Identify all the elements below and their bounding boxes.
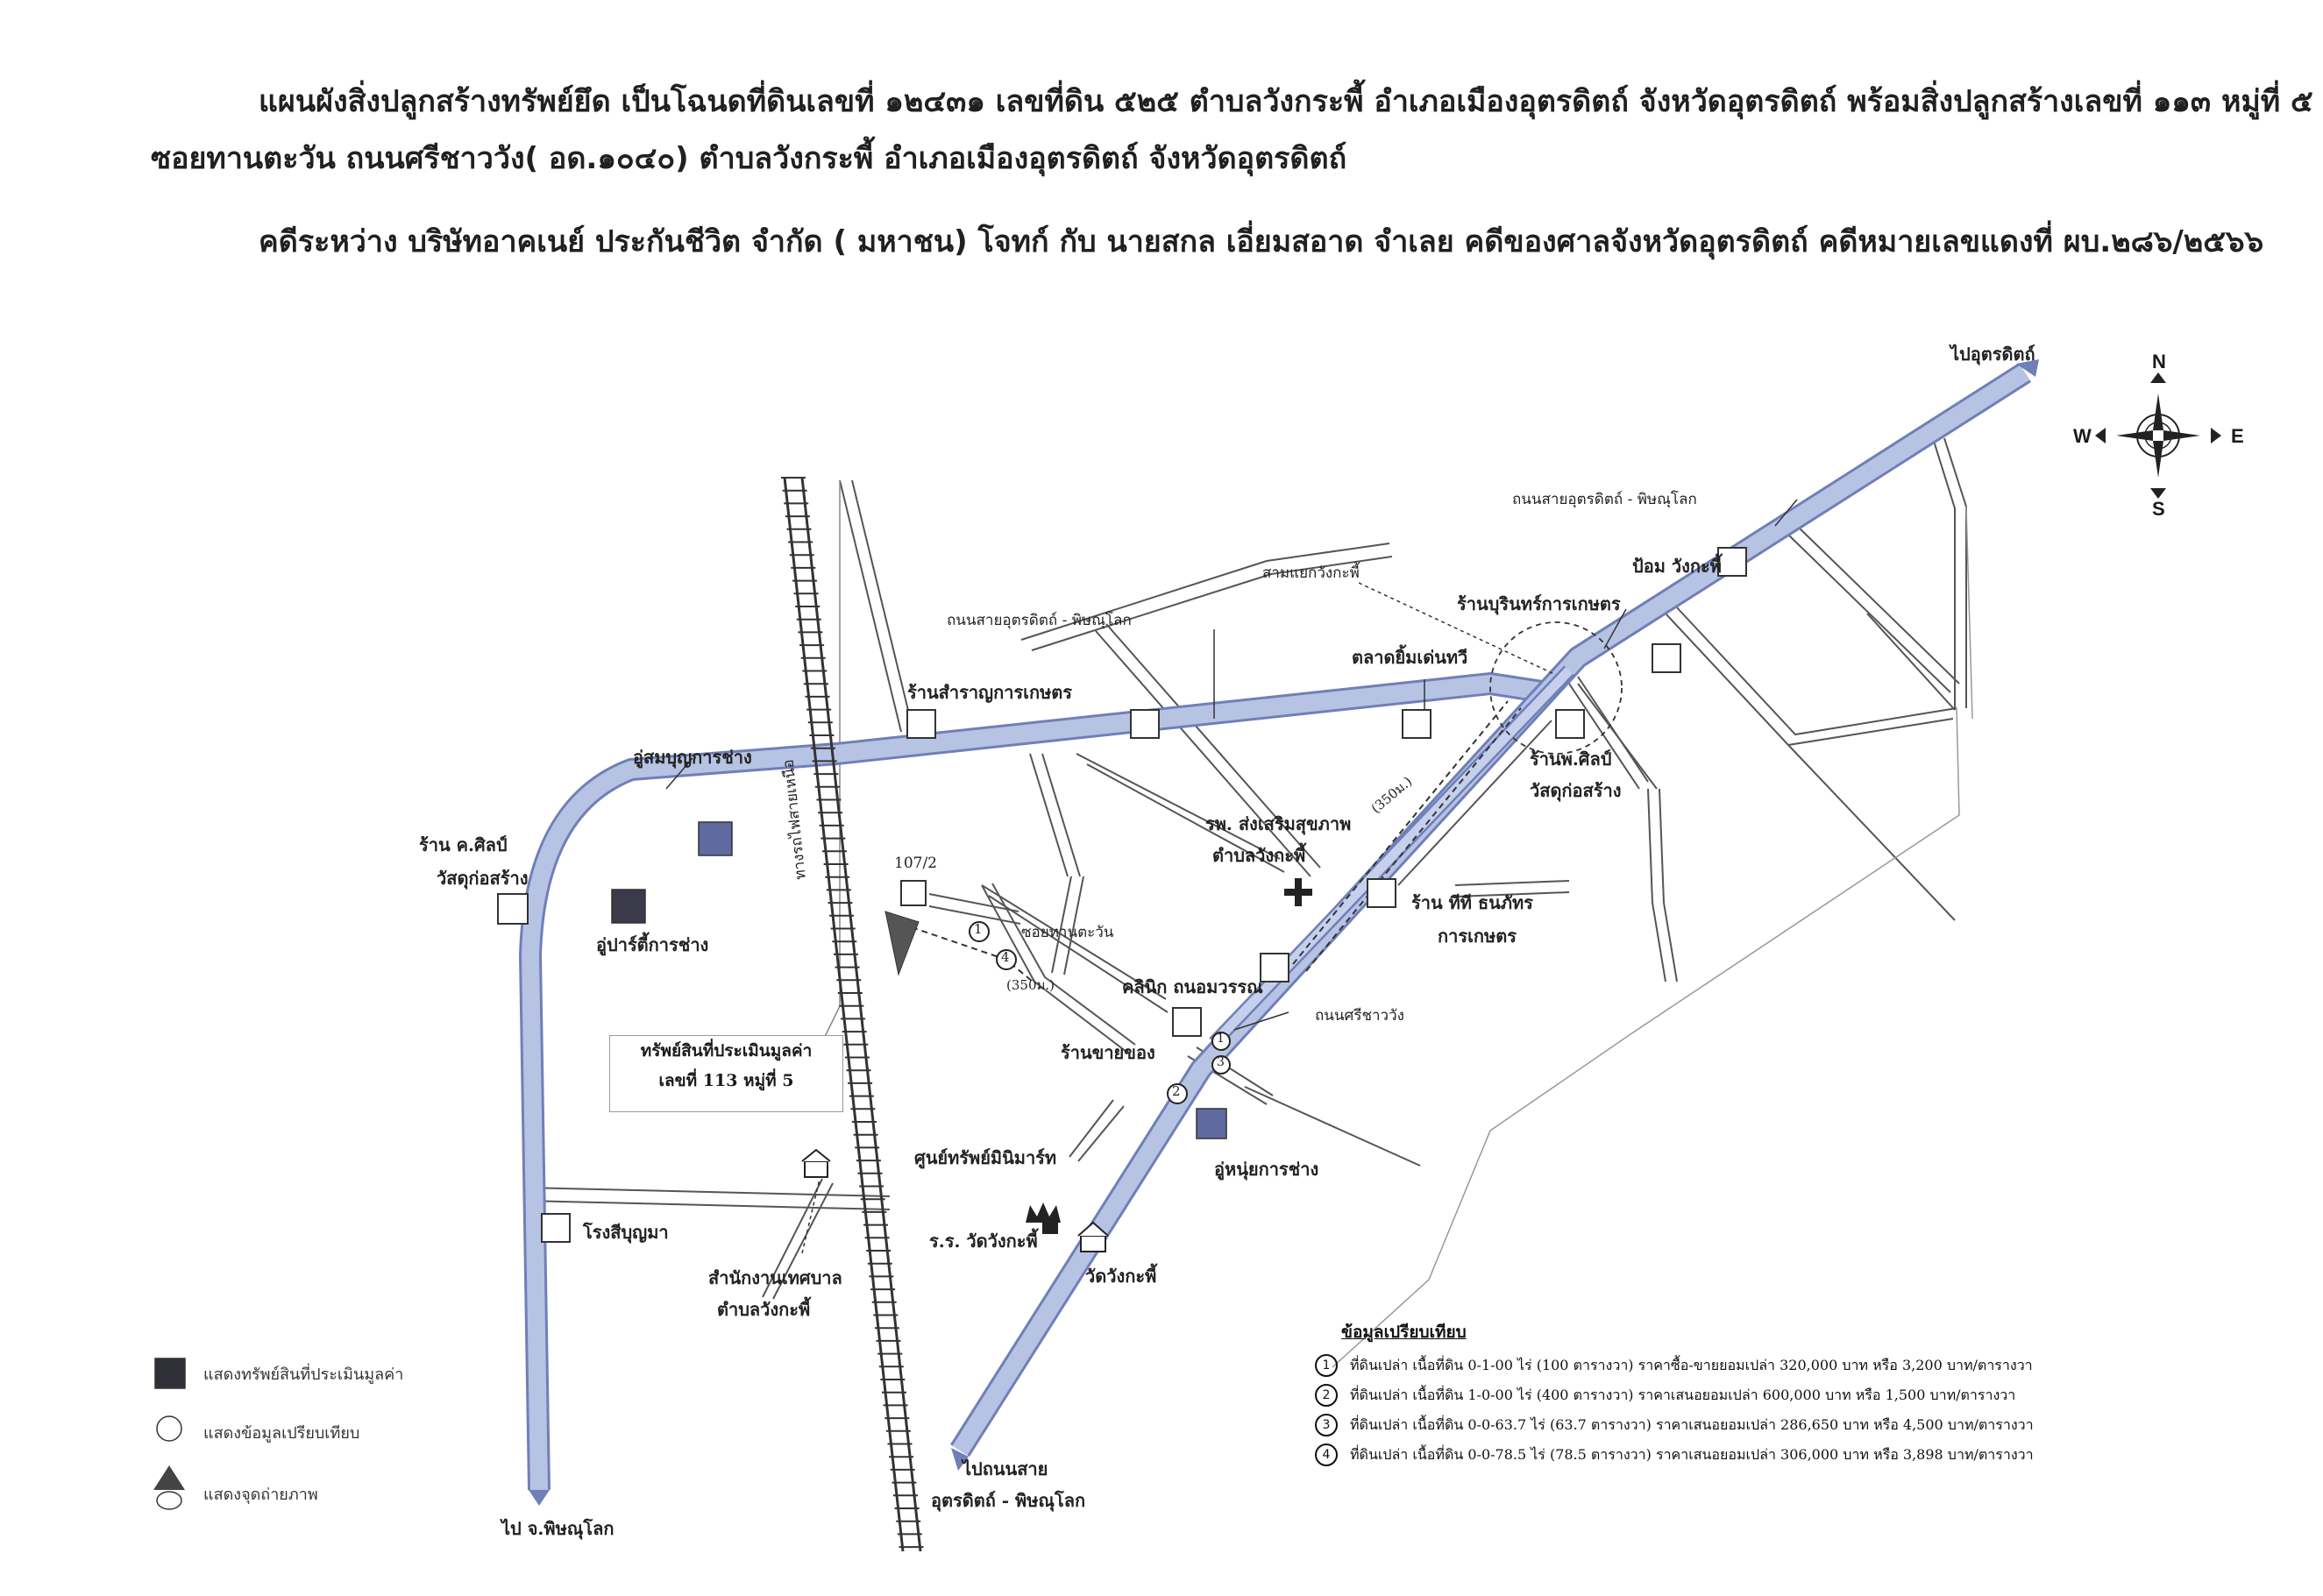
label-shop-k-sin-2: วัสดุก่อสร้าง — [437, 868, 529, 889]
label-center-mart: ศูนย์ทรัพย์มินิมาร์ท — [914, 1147, 1057, 1168]
title-line-2: ซอยทานตะวัน ถนนศรีชาววัง( อด.๑๐๔๐) ตำบลว… — [151, 141, 1347, 176]
label-hospital-2: ตำบลวังกะพี้ — [1212, 845, 1306, 866]
comparison-panel: ข้อมูลเปรียบเทียบ 1 ที่ดินเปล่า เนื้อที่… — [1315, 1319, 2034, 1470]
label-shop-p-sin-2: วัสดุก่อสร้าง — [1530, 780, 1622, 801]
marker-num-1b: 1 — [1217, 1032, 1225, 1046]
label-shop-small: ร้านขายของ — [1061, 1042, 1155, 1063]
temple-icon — [801, 1148, 1109, 1252]
label-shop-tt-2: การเกษตร — [1438, 926, 1517, 947]
comparison-row: 4 ที่ดินเปล่า เนื้อที่ดิน 0-0-78.5 ไร่ (… — [1315, 1440, 2034, 1470]
label-shop-k-sin: ร้าน ค.ศิลป์ — [419, 834, 508, 855]
comparison-row: 2 ที่ดินเปล่า เนื้อที่ดิน 1-0-00 ไร่ (40… — [1315, 1380, 2034, 1410]
area-boundary — [1332, 707, 1960, 1368]
label-to-phitsanulok: ไป จ.พิษณุโลก — [501, 1518, 614, 1539]
case-line: คดีระหว่าง บริษัทอาคเนย์ ประกันชีวิต จำก… — [259, 224, 2264, 259]
legend-item-photo: แสดงจุดถ่ายภาพ — [203, 1481, 318, 1507]
comparison-num: 1 — [1315, 1354, 1338, 1377]
comparison-num: 3 — [1315, 1414, 1338, 1436]
label-shop-samran: ร้านสำราญการเกษตร — [907, 682, 1073, 703]
label-office-2: ตำบลวังกะพี้ — [717, 1299, 811, 1320]
comparison-text: ที่ดินเปล่า เนื้อที่ดิน 1-0-00 ไร่ (400 … — [1350, 1386, 2016, 1403]
compass-s: S — [2152, 498, 2165, 520]
compass-w: W — [2073, 425, 2092, 447]
label-police-box: ป้อม วังกะพี้ — [1632, 556, 1722, 577]
compass-n: N — [2152, 351, 2166, 372]
label-temple: วัดวังกะพี้ — [1085, 1266, 1157, 1287]
compass-rose — [2095, 372, 2221, 499]
legend-text-comparison: แสดงข้อมูลเปรียบเทียบ — [203, 1424, 360, 1443]
label-market: ตลาดยิ้มเด่นทวี — [1352, 647, 1468, 668]
property-markers — [154, 821, 1227, 1389]
label-garage-2: อู่หนุ่ยการช่าง — [1214, 1159, 1319, 1180]
legend-text-property: แสดงทรัพย์สินที่ประเมินมูลค่า — [203, 1365, 404, 1384]
label-distance-a: (350ม.) — [1006, 977, 1055, 993]
comparison-row: 1 ที่ดินเปล่า เนื้อที่ดิน 0-1-00 ไร่ (10… — [1315, 1351, 2034, 1380]
comparison-text: ที่ดินเปล่า เนื้อที่ดิน 0-0-78.5 ไร่ (78… — [1350, 1445, 2034, 1463]
label-soi-tantawan: ซอยทานตะวัน — [1021, 924, 1114, 941]
property-callout: ทรัพย์สินที่ประเมินมูลค่า เลขที่ 113 หมู… — [609, 1035, 843, 1112]
comparison-num: 2 — [1315, 1384, 1338, 1407]
label-office: สำนักงานเทศบาล — [708, 1267, 842, 1288]
label-shop-p-sin: ร้านพ.ศิลป์ — [1530, 748, 1612, 770]
photo-point-marker — [884, 911, 920, 976]
legend-circle-symbol — [156, 1415, 182, 1442]
label-school: ร.ร. วัดวังกะพี้ — [929, 1231, 1038, 1252]
compass-e: E — [2231, 425, 2244, 447]
label-shop-burin: ร้านบุรินทร์การเกษตร — [1457, 593, 1621, 614]
legend-item-comparison: แสดงข้อมูลเปรียบเทียบ — [203, 1420, 359, 1445]
local-roads — [525, 437, 1967, 1300]
comparison-row: 3 ที่ดินเปล่า เนื้อที่ดิน 0-0-63.7 ไร่ (… — [1315, 1410, 2034, 1440]
comparison-text: ที่ดินเปล่า เนื้อที่ดิน 0-0-63.7 ไร่ (63… — [1350, 1415, 2034, 1433]
hospital-icon — [1284, 878, 1312, 906]
marker-num-1: 1 — [974, 921, 983, 937]
label-hospital: รพ. ส่งเสริมสุขภาพ — [1205, 813, 1352, 834]
crown-icon — [1026, 1202, 1061, 1223]
label-to-road-bottom-2: อุตรดิตถ์ - พิษณุโลก — [931, 1490, 1086, 1511]
label-garage-1: อู่สมบุญการช่าง — [633, 747, 752, 768]
legend-item-property: แสดงทรัพย์สินที่ประเมินมูลค่า — [203, 1361, 403, 1387]
marker-num-4: 4 — [1001, 949, 1010, 965]
property-callout-line2: เลขที่ 113 หมู่ที่ 5 — [658, 1071, 794, 1090]
comparison-num: 4 — [1315, 1443, 1338, 1466]
label-to-uttaradit: ไปอุตรดิตถ์ — [1950, 344, 2035, 365]
junction-circle — [1489, 621, 1623, 755]
marker-num-2: 2 — [1172, 1083, 1181, 1099]
legend-triangle-symbol — [153, 1465, 185, 1510]
property-callout-line1: ทรัพย์สินที่ประเมินมูลค่า — [640, 1041, 813, 1060]
legend-text-photo: แสดงจุดถ่ายภาพ — [203, 1486, 318, 1504]
title-line-1: แผนผังสิ่งปลูกสร้างทรัพย์ยึด เป็นโฉนดที่… — [259, 84, 2313, 119]
buildings — [497, 547, 1747, 1243]
label-garage-paint: อู่ปาร์ตี้การช่าง — [596, 934, 709, 955]
label-road-right: ถนนสายอุตรดิตถ์ - พิษณุโลก — [1512, 491, 1697, 508]
label-clinic: คลินิก ถนอมวรรณ — [1122, 976, 1263, 997]
comparison-title: ข้อมูลเปรียบเทียบ — [1341, 1323, 1467, 1342]
marker-num-3: 3 — [1217, 1055, 1225, 1069]
label-road-mid: ถนนสายอุตรดิตถ์ - พิษณุโลก — [947, 612, 1132, 629]
railway-track — [781, 477, 924, 1552]
comparison-text: ที่ดินเปล่า เนื้อที่ดิน 0-1-00 ไร่ (100 … — [1350, 1356, 2033, 1373]
label-to-road-bottom: ไปถนนสาย — [963, 1458, 1048, 1479]
highway-main — [522, 675, 1549, 1491]
label-road-srichaowang: ถนนศรีชาววัง — [1315, 1007, 1404, 1025]
label-mill: โรงสีบุญมา — [583, 1222, 669, 1243]
label-shop-tt: ร้าน ทีที ธนภัทร — [1411, 892, 1533, 913]
comparison-markers — [969, 921, 1231, 1104]
label-junction: สามแยกวังกะพี้ — [1262, 564, 1360, 582]
label-house-no: 107/2 — [894, 855, 937, 872]
